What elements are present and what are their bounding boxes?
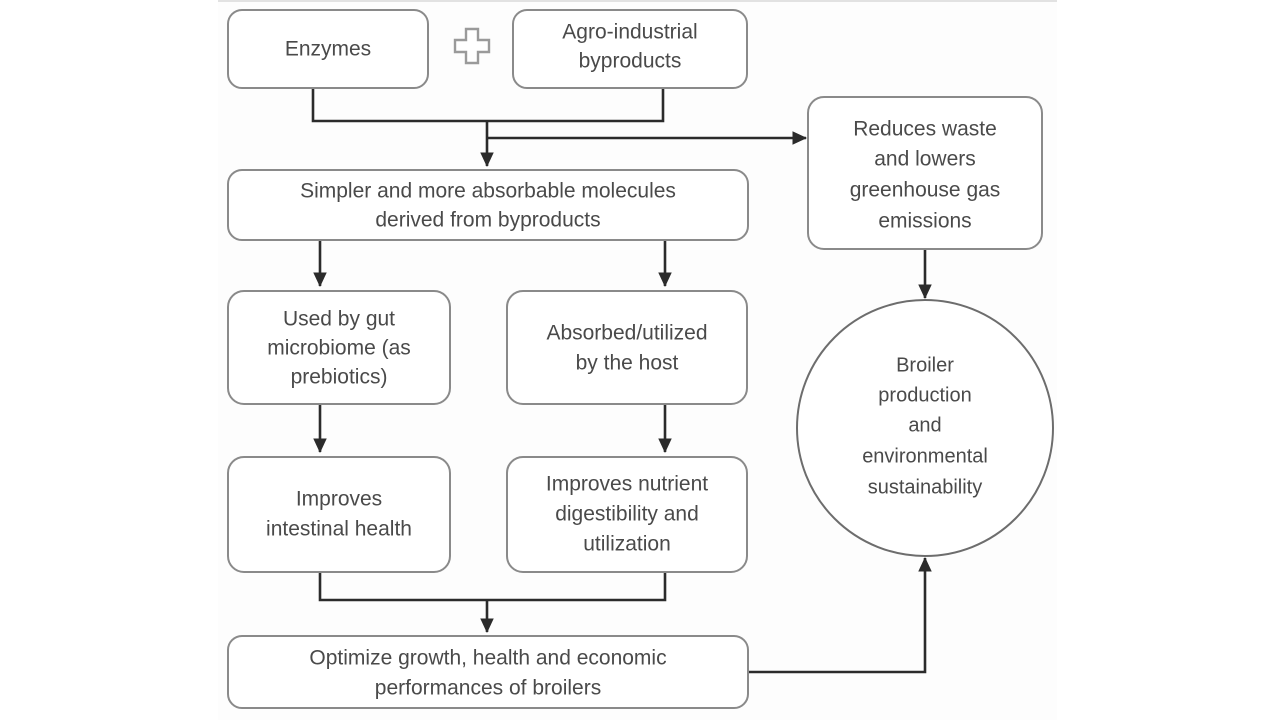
node-agro-industrial-byproducts[interactable]: Agro-industrial byproducts	[512, 9, 748, 89]
node-sustainability-label-line-3: and	[908, 414, 941, 436]
node-sustainability-circle[interactable]: Broiler production and environmental sus…	[796, 299, 1054, 557]
connector-layer	[311, 88, 932, 674]
node-intestinal-health-label-line-1: Improves	[296, 488, 382, 511]
connector-improves-to-bottom-bus	[318, 572, 667, 602]
node-reduces-waste-label-line-3: greenhouse gas	[850, 179, 1001, 202]
node-nutrient-digestibility[interactable]: Improves nutrient digestibility and util…	[506, 456, 748, 573]
node-nutrient-digestibility-box[interactable]	[506, 456, 748, 573]
node-absorbed-host-box[interactable]	[506, 290, 748, 405]
node-sustainability-label-line-2: production	[878, 384, 971, 406]
node-reduces-waste[interactable]: Reduces waste and lowers greenhouse gas …	[807, 96, 1043, 250]
node-sustainability-label-line-5: sustainability	[868, 476, 983, 498]
node-enzymes[interactable]: Enzymes	[227, 9, 429, 89]
node-intestinal-health-label-line-2: intestinal health	[266, 518, 412, 541]
node-gut-microbiome[interactable]: Used by gut microbiome (as prebiotics)	[227, 290, 451, 405]
node-enzymes-label-line-1: Enzymes	[285, 38, 371, 61]
plus-icon-shape	[453, 27, 491, 65]
node-simpler-molecules-box[interactable]	[227, 169, 749, 241]
node-absorbed-host[interactable]: Absorbed/utilized by the host	[506, 290, 748, 405]
node-intestinal-health-box[interactable]	[227, 456, 451, 573]
node-optimize-performance-label-line-2: performances of broilers	[375, 677, 601, 700]
node-enzymes-box[interactable]	[227, 9, 429, 89]
node-simpler-molecules[interactable]: Simpler and more absorbable molecules de…	[227, 169, 749, 241]
node-simpler-molecules-label-line-1: Simpler and more absorbable molecules	[300, 180, 676, 203]
node-nutrient-digestibility-label-line-3: utilization	[583, 533, 671, 556]
node-gut-microbiome-label-line-2: microbiome (as	[267, 337, 411, 360]
node-intestinal-health[interactable]: Improves intestinal health	[227, 456, 451, 573]
node-absorbed-host-label-line-2: by the host	[576, 352, 679, 375]
node-reduces-waste-label-line-2: and lowers	[874, 148, 976, 171]
node-optimize-performance-label-line-1: Optimize growth, health and economic	[309, 647, 666, 670]
node-gut-microbiome-label-line-1: Used by gut	[283, 308, 395, 331]
connector-enzymes-to-bus	[311, 88, 665, 123]
node-gut-microbiome-box[interactable]	[227, 290, 451, 405]
node-byproducts-box[interactable]	[512, 9, 748, 89]
node-reduces-waste-label-line-1: Reduces waste	[853, 118, 997, 141]
node-absorbed-host-label-line-1: Absorbed/utilized	[546, 322, 707, 345]
node-sustainability-label-line-1: Broiler	[896, 354, 954, 376]
node-gut-microbiome-label-line-3: prebiotics)	[291, 366, 388, 389]
node-byproducts-label-line-2: byproducts	[579, 50, 682, 73]
node-byproducts-label-line-1: Agro-industrial	[562, 21, 697, 44]
node-sustainability-label-line-4: environmental	[862, 445, 988, 467]
node-optimize-performance[interactable]: Optimize growth, health and economic per…	[227, 635, 749, 709]
node-simpler-molecules-label-line-2: derived from byproducts	[375, 209, 600, 232]
node-reduces-waste-label-line-4: emissions	[878, 210, 971, 233]
node-reduces-waste-box[interactable]	[807, 96, 1043, 250]
node-nutrient-digestibility-label-line-2: digestibility and	[555, 503, 699, 526]
node-optimize-performance-box[interactable]	[227, 635, 749, 709]
node-nutrient-digestibility-label-line-1: Improves nutrient	[546, 473, 708, 496]
node-sustainability-circle-shape[interactable]	[796, 299, 1054, 557]
plus-icon	[453, 27, 491, 65]
connector-optimize-to-circle	[748, 556, 932, 674]
